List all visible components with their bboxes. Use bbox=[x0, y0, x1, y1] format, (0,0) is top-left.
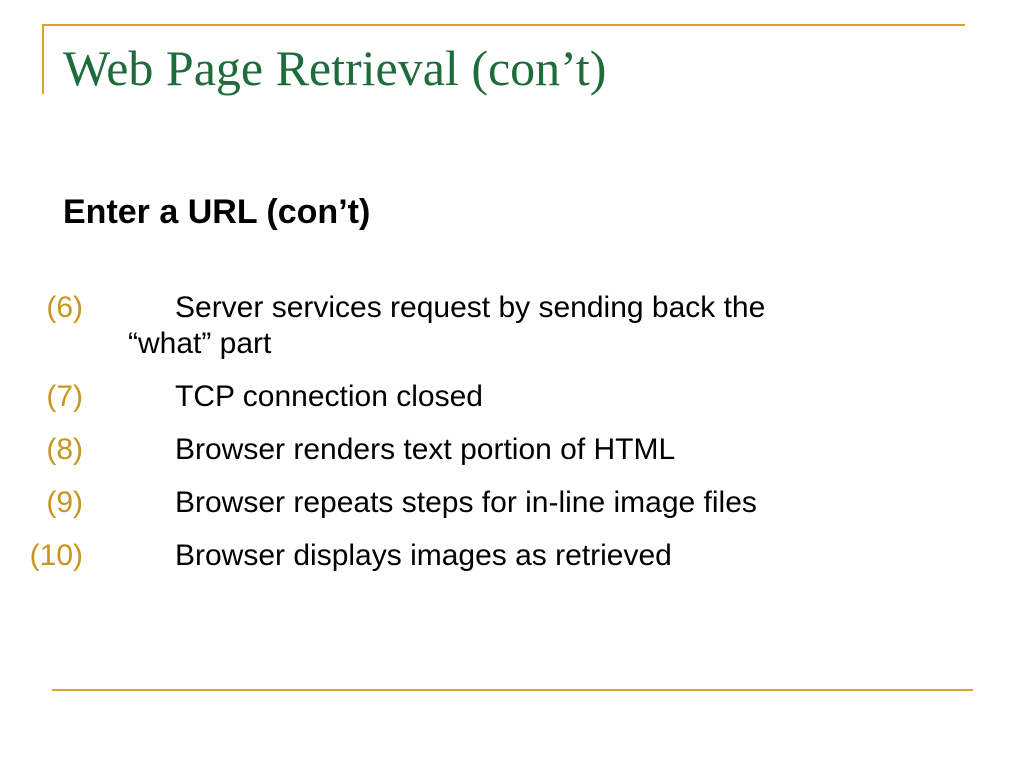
step-number: (10) bbox=[29, 539, 83, 572]
slide-title: Web Page Retrieval (con’t) bbox=[63, 40, 607, 96]
step-text: Browser renders text portion of HTML bbox=[175, 433, 676, 466]
step-text: TCP connection closed bbox=[175, 380, 483, 413]
steps-list: (6) Server services request by sending b… bbox=[0, 290, 935, 591]
step-text-line: Server services request by sending back … bbox=[175, 291, 766, 324]
step-text: Browser repeats steps for in-line image … bbox=[175, 486, 757, 519]
list-item: (7) TCP connection closed bbox=[0, 379, 935, 415]
bottom-accent-rule bbox=[52, 689, 973, 691]
step-text: Server services request by sending back … bbox=[128, 290, 915, 362]
step-text: Browser displays images as retrieved bbox=[175, 539, 672, 572]
step-number: (7) bbox=[46, 380, 83, 413]
step-number: (8) bbox=[46, 433, 83, 466]
slide-subheading: Enter a URL (con’t) bbox=[63, 193, 371, 231]
list-item: (6) Server services request by sending b… bbox=[0, 290, 935, 362]
step-number: (6) bbox=[46, 291, 83, 324]
step-number: (9) bbox=[46, 486, 83, 519]
top-accent-rule bbox=[42, 24, 965, 26]
left-accent-rule bbox=[42, 24, 44, 94]
list-item: (8) Browser renders text portion of HTML bbox=[0, 432, 935, 468]
list-item: (9) Browser repeats steps for in-line im… bbox=[0, 485, 935, 521]
step-text-continuation: “what” part bbox=[128, 327, 272, 360]
list-item: (10) Browser displays images as retrieve… bbox=[0, 538, 935, 574]
